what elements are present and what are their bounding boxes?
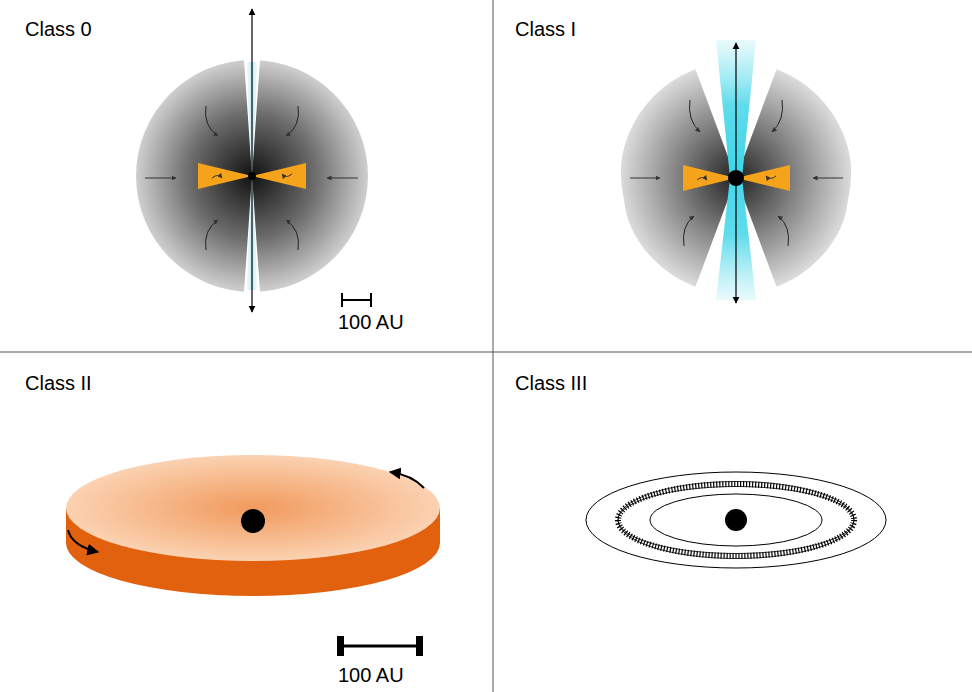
panel-title: Class 0 bbox=[25, 18, 92, 40]
panel-title: Class II bbox=[25, 372, 92, 394]
scale-label: 100 AU bbox=[338, 311, 404, 333]
panel-title: Class I bbox=[515, 18, 576, 40]
scale-label: 100 AU bbox=[338, 664, 404, 686]
panel-title: Class III bbox=[515, 372, 587, 394]
